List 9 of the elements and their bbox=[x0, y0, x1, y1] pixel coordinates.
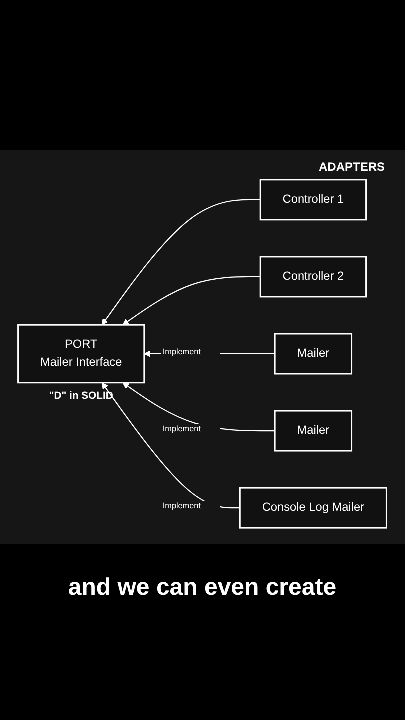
process-box: Controller 1 bbox=[260, 179, 368, 221]
subtitle-caption: and we can even create bbox=[67, 574, 338, 602]
group-heading: ADAPTERS bbox=[318, 160, 385, 174]
process-box: Mailer bbox=[274, 333, 353, 375]
process-box: Console Log Mailer bbox=[239, 487, 388, 529]
process-box: Mailer bbox=[274, 410, 353, 452]
process-box: Controller 2 bbox=[260, 256, 368, 298]
caption-text: "D" in SOLID bbox=[49, 391, 114, 402]
process-box: PORT Mailer Interface bbox=[18, 324, 146, 384]
